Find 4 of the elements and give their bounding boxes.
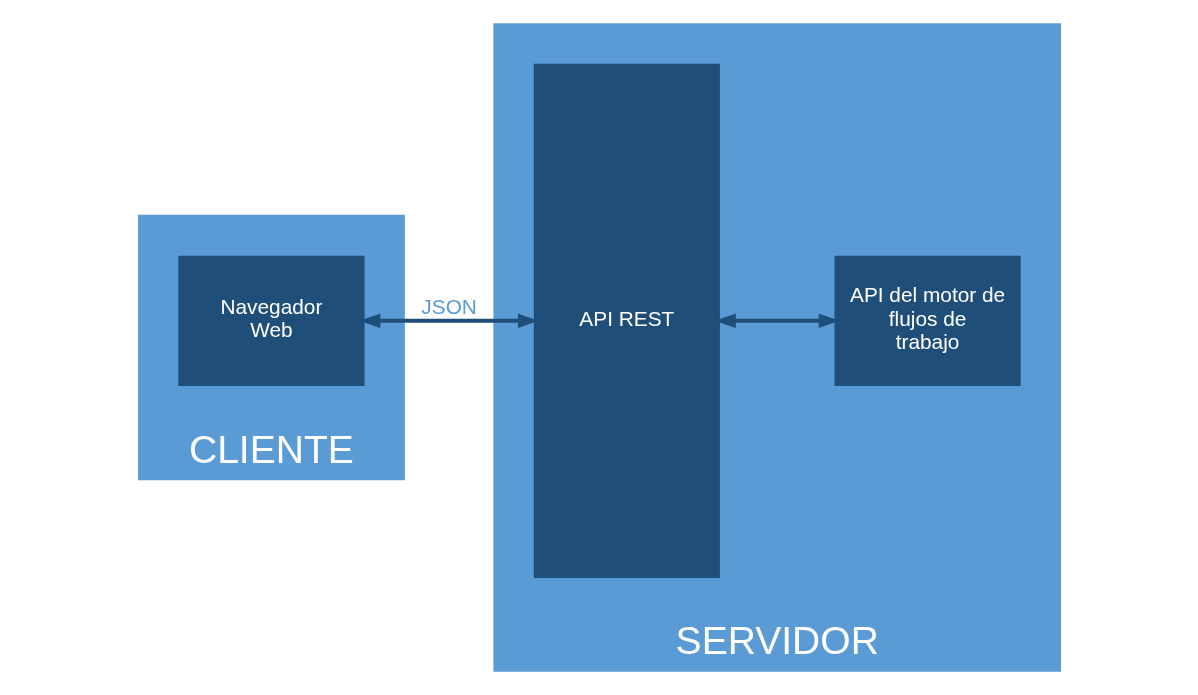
node-box: API del motor de flujos de trabajo xyxy=(832,254,1022,388)
node-box: API REST xyxy=(531,62,721,580)
edge-label: JSON xyxy=(420,295,477,319)
node-box: Navegador Web xyxy=(176,254,366,388)
